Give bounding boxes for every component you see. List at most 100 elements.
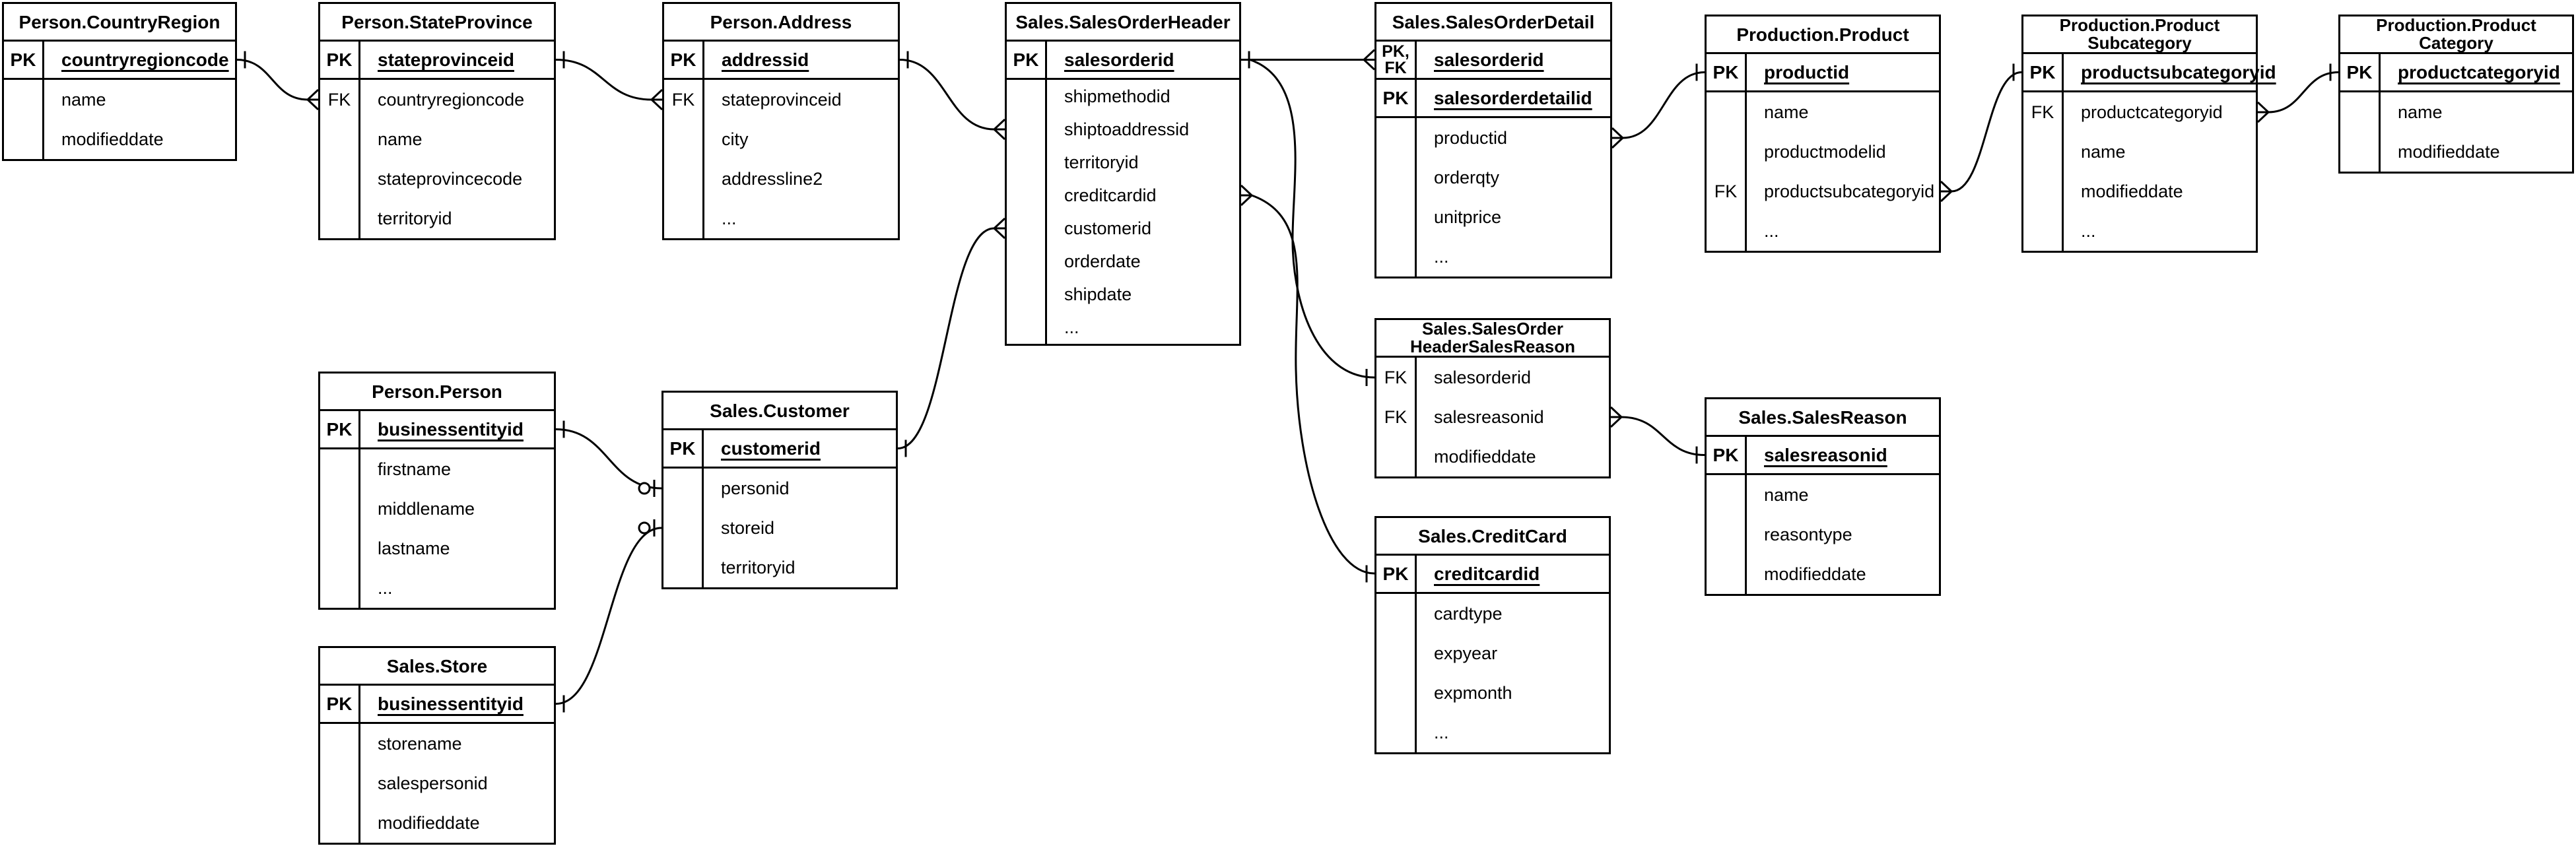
key-badge-line: FK bbox=[1384, 58, 1407, 77]
key-badge: PK bbox=[1707, 437, 1747, 473]
column-name: name bbox=[378, 129, 423, 149]
key-badge: PK bbox=[2340, 54, 2381, 90]
fk-badge bbox=[663, 548, 702, 587]
fk-badge bbox=[1007, 212, 1045, 245]
relationship-sales_store-sales_customer bbox=[555, 519, 662, 713]
fk-badge bbox=[1376, 634, 1415, 673]
attr-row-shipdate: shipdate bbox=[1007, 278, 1239, 311]
column-name: name bbox=[1764, 484, 1809, 505]
fk-badge bbox=[1707, 515, 1745, 554]
table-title: Production.Product bbox=[1707, 16, 1939, 54]
fk-badge bbox=[1007, 311, 1045, 344]
column-name: ... bbox=[378, 577, 393, 598]
fk-badge bbox=[1707, 554, 1745, 594]
fk-badge bbox=[1376, 237, 1415, 277]
attr-row-customerid: customerid bbox=[1007, 212, 1239, 245]
key-badge-text: PK bbox=[326, 49, 353, 70]
fk-badge bbox=[1376, 594, 1415, 634]
attr-row-lastname: lastname bbox=[320, 529, 554, 568]
attr-row-shipmethodid: shipmethodid bbox=[1007, 80, 1239, 113]
table-title-line: Production.Product bbox=[2059, 15, 2220, 35]
table-title-line: Subcategory bbox=[2087, 33, 2192, 53]
attr-row-modifieddate: modifieddate bbox=[1376, 437, 1609, 476]
key-badge: PK bbox=[320, 411, 360, 447]
fk-badge bbox=[1007, 278, 1045, 311]
attr-row-...: ... bbox=[1707, 211, 1939, 251]
fk-badge bbox=[1007, 245, 1045, 278]
attr-row-productid: productid bbox=[1376, 118, 1610, 158]
fk-badge bbox=[1707, 475, 1745, 515]
column-name: countryregioncode bbox=[378, 89, 525, 110]
table-title-line: Production.Product bbox=[2376, 15, 2536, 35]
table-title: Person.StateProvince bbox=[320, 4, 554, 42]
column-name: salesreasonid bbox=[1434, 407, 1544, 427]
key-badge-line: PK, bbox=[1382, 42, 1409, 61]
column-name: storename bbox=[378, 733, 462, 754]
attr-row-city: city bbox=[664, 119, 898, 159]
column-name: reasontype bbox=[1764, 524, 1852, 544]
key-badge: PK bbox=[1376, 80, 1417, 116]
table-title-line: HeaderSalesReason bbox=[1409, 337, 1576, 356]
fk-badge bbox=[1376, 158, 1415, 197]
table-title: Sales.Store bbox=[320, 648, 554, 686]
attr-row-stateprovincecode: stateprovincecode bbox=[320, 159, 554, 199]
column-name: modifieddate bbox=[2081, 181, 2183, 201]
fk-badge bbox=[664, 159, 702, 199]
fk-badge bbox=[1007, 146, 1045, 179]
fk-badge-text: FK bbox=[1714, 181, 1738, 201]
column-name: firstname bbox=[378, 459, 452, 479]
column-name: middlename bbox=[378, 498, 475, 519]
column-name: modifieddate bbox=[61, 129, 164, 149]
attr-row-modifieddate: modifieddate bbox=[2023, 172, 2256, 211]
key-badge-text: PK bbox=[1712, 61, 1739, 82]
key-badge-text: PK bbox=[670, 49, 696, 70]
column-name: name bbox=[2398, 102, 2443, 122]
column-name: lastname bbox=[378, 538, 450, 558]
attr-row-salespersonid: salespersonid bbox=[320, 764, 554, 803]
column-name: addressline2 bbox=[722, 168, 823, 189]
attr-row-modifieddate: modifieddate bbox=[4, 119, 235, 159]
key-badge: PK bbox=[1707, 54, 1747, 90]
column-name: shiptoaddressid bbox=[1064, 119, 1190, 139]
table-title: Sales.SalesOrderHeader bbox=[1007, 4, 1239, 42]
table-title-text: Sales.SalesReason bbox=[1738, 407, 1907, 428]
fk-badge bbox=[4, 119, 42, 159]
attr-row-reasontype: reasontype bbox=[1707, 515, 1939, 554]
attr-row-name: name bbox=[2340, 92, 2572, 132]
attr-row-name: name bbox=[1707, 92, 1939, 132]
key-badge: PK bbox=[663, 430, 704, 467]
column-name: businessentityid bbox=[378, 693, 524, 714]
fk-badge bbox=[663, 469, 702, 508]
table-title: Person.CountryRegion bbox=[4, 4, 235, 42]
fk-badge bbox=[2023, 132, 2062, 172]
key-badge-text: PK bbox=[1712, 444, 1739, 465]
column-name: salespersonid bbox=[378, 773, 488, 793]
column-name: ... bbox=[1434, 722, 1449, 742]
attr-row-territoryid: territoryid bbox=[1007, 146, 1239, 179]
attr-row-cardtype: cardtype bbox=[1376, 594, 1609, 634]
attr-row-firstname: firstname bbox=[320, 449, 554, 489]
fk-badge: FK bbox=[1376, 358, 1415, 397]
fk-badge: FK bbox=[2023, 92, 2062, 132]
column-name: cardtype bbox=[1434, 603, 1503, 624]
fk-badge bbox=[2340, 132, 2379, 172]
